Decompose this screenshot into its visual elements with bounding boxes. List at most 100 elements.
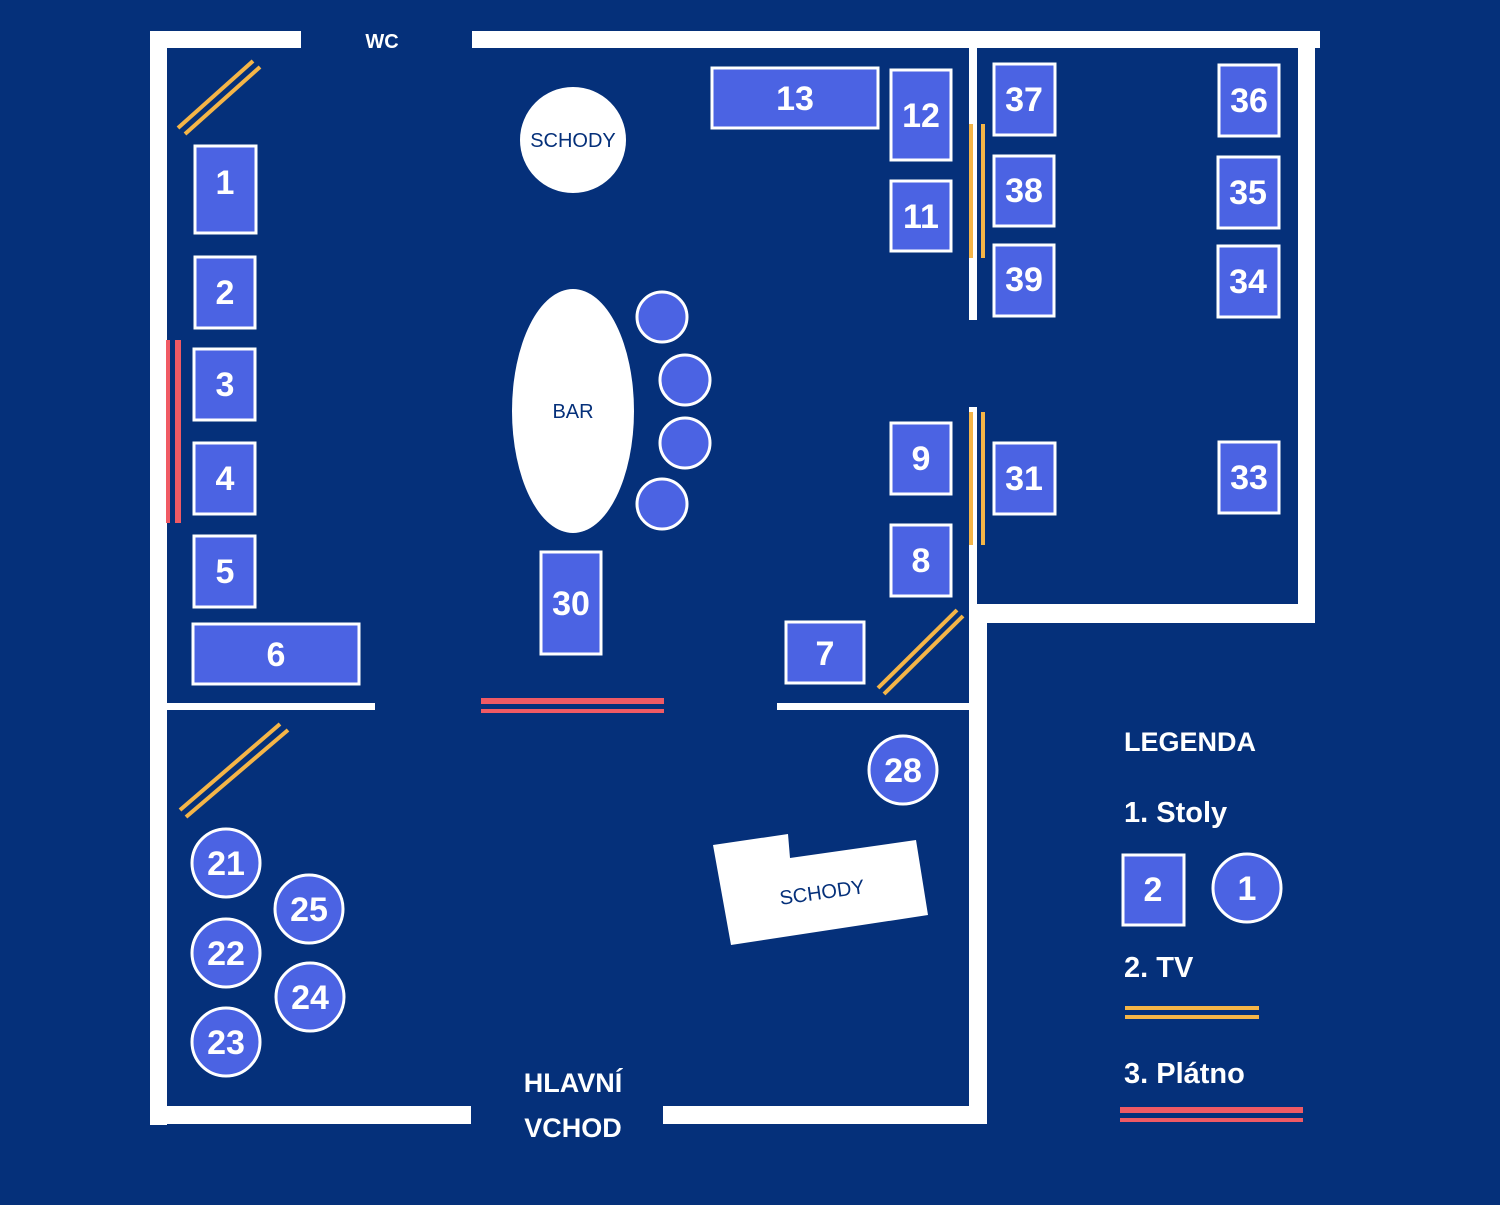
wall-partition-left bbox=[167, 703, 375, 710]
table-12[interactable]: 12 bbox=[889, 68, 953, 162]
table-9[interactable]: 9 bbox=[889, 421, 953, 496]
entrance-label-line1: HLAVNÍ bbox=[524, 1067, 624, 1098]
bar-stool bbox=[658, 353, 712, 407]
wall-lower-right bbox=[969, 604, 987, 1124]
round-tables: 21 22 23 25 24 28 bbox=[190, 734, 939, 1078]
legend-square-table bbox=[1121, 853, 1186, 927]
table-number: 5 bbox=[216, 553, 235, 591]
stairs-round bbox=[520, 87, 626, 193]
table-4[interactable]: 4 bbox=[192, 441, 257, 516]
table-8[interactable]: 8 bbox=[889, 523, 953, 598]
bar-stools bbox=[635, 290, 712, 531]
table-30[interactable]: 30 bbox=[539, 550, 603, 656]
screen-icon bbox=[175, 340, 181, 523]
table-35[interactable]: 35 bbox=[1216, 155, 1281, 230]
table-38[interactable]: 38 bbox=[992, 154, 1056, 228]
wall-room-divider-bottom bbox=[969, 407, 977, 707]
tv-icon bbox=[178, 722, 282, 812]
bar-stool bbox=[635, 290, 689, 344]
table-33[interactable]: 33 bbox=[1217, 440, 1281, 515]
legend-item-tv: 2. TV bbox=[1124, 952, 1194, 984]
table-number: 3 bbox=[216, 366, 235, 404]
legend-title: LEGENDA bbox=[1124, 727, 1256, 757]
entrance-label-line2: VCHOD bbox=[524, 1113, 622, 1143]
square-tables: 1 2 3 4 5 6 30 13 12 11 9 8 7 37 38 39 3… bbox=[191, 62, 1281, 686]
table-34[interactable]: 34 bbox=[1216, 244, 1281, 319]
wall-bottom-right bbox=[663, 1106, 987, 1124]
table-number: 2 bbox=[216, 274, 235, 312]
bar-stool bbox=[658, 416, 712, 470]
table-number: 31 bbox=[1005, 460, 1043, 498]
table-number: 38 bbox=[1005, 172, 1043, 210]
tvs bbox=[176, 59, 985, 819]
tv-icon bbox=[882, 614, 965, 696]
table-number: 13 bbox=[776, 80, 814, 118]
legend-screen-icon bbox=[1120, 1107, 1303, 1113]
legend: LEGENDA 1. Stoly 2 1 2. TV 3. Plátno bbox=[1120, 727, 1303, 1122]
table-6[interactable]: 6 bbox=[191, 622, 361, 686]
wall-top-right bbox=[472, 31, 1320, 48]
table-7[interactable]: 7 bbox=[784, 620, 866, 685]
table-36[interactable]: 36 bbox=[1217, 63, 1281, 138]
legend-tv-icon bbox=[1125, 1006, 1259, 1010]
table-5[interactable]: 5 bbox=[192, 534, 257, 609]
wall-room-bottom bbox=[969, 604, 1315, 623]
table-number: 36 bbox=[1230, 82, 1268, 120]
table-number: 25 bbox=[290, 891, 328, 929]
bar-stool bbox=[635, 477, 689, 531]
walls bbox=[150, 31, 1320, 1125]
legend-round-number: 1 bbox=[1238, 870, 1257, 908]
screen-icon bbox=[481, 698, 664, 704]
table-11[interactable]: 11 bbox=[889, 179, 953, 253]
table-37[interactable]: 37 bbox=[992, 62, 1057, 137]
wall-top-left bbox=[150, 31, 301, 48]
table-22[interactable]: 22 bbox=[190, 917, 262, 989]
tv-icon bbox=[184, 728, 290, 819]
table-3[interactable]: 3 bbox=[192, 347, 257, 422]
screens bbox=[166, 340, 664, 713]
table-number: 7 bbox=[816, 635, 835, 673]
table-number: 22 bbox=[207, 935, 245, 973]
stairs-top-label: SCHODY bbox=[530, 130, 616, 152]
wall-left bbox=[150, 31, 167, 1125]
table-number: 34 bbox=[1229, 263, 1267, 301]
wall-right bbox=[1298, 31, 1315, 623]
table-number: 21 bbox=[207, 845, 245, 883]
stairs-lower bbox=[713, 834, 928, 945]
screen-icon bbox=[481, 709, 664, 713]
table-2[interactable]: 2 bbox=[193, 255, 257, 330]
screen-icon bbox=[166, 340, 170, 523]
table-24[interactable]: 24 bbox=[274, 961, 346, 1033]
table-25[interactable]: 25 bbox=[273, 873, 345, 945]
table-23[interactable]: 23 bbox=[190, 1006, 262, 1078]
table-number: 33 bbox=[1230, 459, 1268, 497]
table-21[interactable]: 21 bbox=[190, 827, 262, 899]
table-number: 1 bbox=[216, 164, 235, 202]
table-number: 11 bbox=[903, 198, 939, 236]
legend-item-tables: 1. Stoly bbox=[1124, 797, 1227, 829]
table-number: 12 bbox=[902, 97, 940, 135]
table-number: 4 bbox=[216, 460, 235, 498]
legend-square-number: 2 bbox=[1144, 871, 1163, 909]
legend-round-table bbox=[1211, 852, 1283, 924]
tv-icon bbox=[176, 59, 255, 130]
tv-icon bbox=[876, 608, 959, 690]
table-number: 37 bbox=[1005, 81, 1043, 119]
table-number: 24 bbox=[291, 979, 329, 1017]
table-number: 6 bbox=[267, 636, 286, 674]
table-13[interactable]: 13 bbox=[710, 66, 880, 130]
table-28[interactable]: 28 bbox=[867, 734, 939, 806]
table-31[interactable]: 31 bbox=[992, 441, 1057, 516]
table-number: 28 bbox=[884, 752, 922, 790]
table-number: 23 bbox=[207, 1024, 245, 1062]
table-number: 8 bbox=[912, 542, 931, 580]
legend-tv-icon bbox=[1125, 1015, 1259, 1019]
legend-screen-icon bbox=[1120, 1118, 1303, 1122]
table-1[interactable]: 1 bbox=[193, 144, 258, 235]
wall-bottom-left bbox=[150, 1106, 471, 1124]
table-39[interactable]: 39 bbox=[992, 243, 1056, 318]
bar-label: BAR bbox=[552, 401, 593, 423]
table-number: 39 bbox=[1005, 261, 1043, 299]
